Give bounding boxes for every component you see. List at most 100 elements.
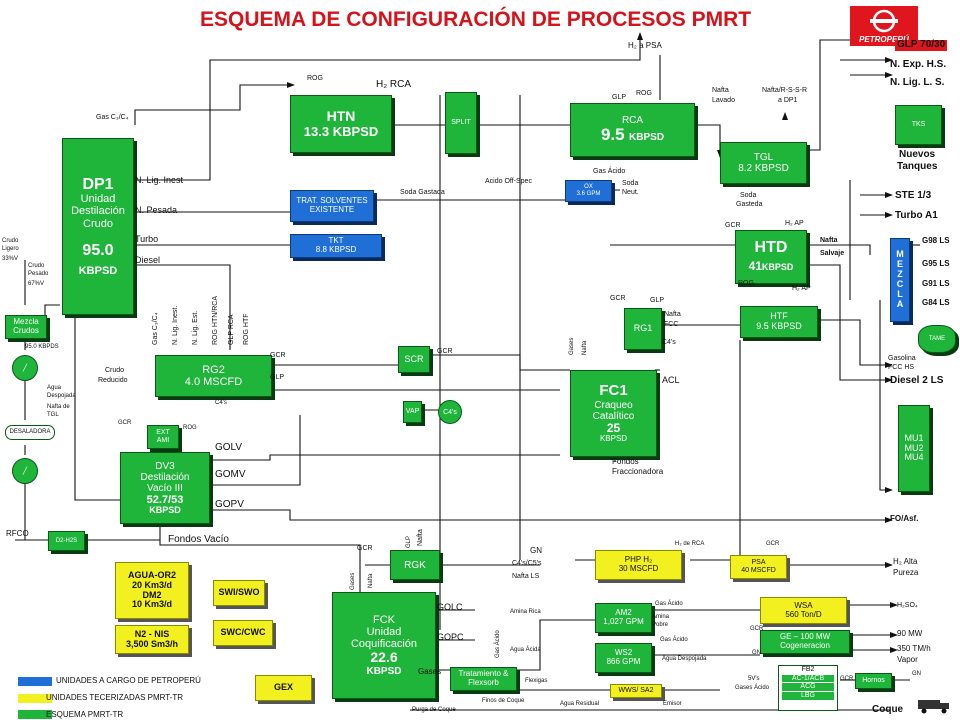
- htd-name: HTD: [754, 239, 788, 257]
- product-foasf: FO/Asf.: [890, 514, 919, 523]
- product-nexp: N. Exp. H.S.: [890, 59, 947, 70]
- unit-ws2[interactable]: WS2 866 GPM: [595, 643, 652, 673]
- dp1-l3: Crudo: [83, 217, 113, 230]
- mezcla-letter-3: Z: [897, 269, 903, 280]
- lbl-crudopesado-3: 67%V: [28, 281, 45, 287]
- unit-htd[interactable]: HTD 41KBPSD: [735, 230, 807, 284]
- n2-l1: N2 - NIS: [134, 628, 170, 639]
- mezcla-l2: Crudos: [13, 326, 39, 335]
- product-90mw: 90 MW: [897, 629, 923, 638]
- unit-desaladora[interactable]: DESALADORA: [5, 425, 55, 440]
- lbl-v-nligest: N. Lig. Est.: [192, 310, 199, 345]
- rg2-capacity: 4.0 MSCFD: [184, 376, 243, 388]
- unit-rca[interactable]: RCA 9.5 KBPSD: [570, 103, 695, 157]
- htd-unit: KBPSD: [761, 262, 794, 272]
- page-title: ESQUEMA DE CONFIGURACIÓN DE PROCESOS PMR…: [200, 8, 752, 31]
- lbl-flexigas: Flexigas: [525, 678, 548, 684]
- lbl-aminapobre-2: Pobre: [652, 622, 669, 628]
- lbl-aguadesp-3: Agua Despojada: [662, 656, 707, 662]
- unit-dp1[interactable]: DP1 Unidad Destilación Crudo 95.0 KBPSD: [62, 138, 134, 315]
- mezcla-letter-5: L: [897, 288, 903, 299]
- mezcla-l1: Mezcla: [13, 317, 39, 327]
- lbl-purgacoque: Purga de Coque: [412, 707, 456, 713]
- wws-name: WWS/ SA2: [618, 687, 654, 695]
- php-name: PHP H₂: [624, 555, 653, 565]
- unit-gex[interactable]: GEX: [255, 675, 312, 701]
- lbl-gases4a: 5V's: [748, 676, 760, 682]
- unit-htf[interactable]: HTF 9.5 KBPSD: [740, 306, 818, 338]
- unit-d2h2s[interactable]: D2-H2S: [48, 531, 85, 551]
- mu-l2: MU2: [904, 442, 924, 453]
- unit-agua-or2[interactable]: AGUA-OR2 20 Km3/d DM2 10 Km3/d: [115, 562, 189, 619]
- unit-vap[interactable]: VAP: [403, 401, 422, 423]
- unit-ext-ami[interactable]: EXT AMI: [147, 425, 179, 449]
- lbl-h2apsa: H₂ a PSA: [628, 41, 662, 50]
- unit-tame-tank[interactable]: TAME: [918, 325, 956, 353]
- lbl-aminapobre-1: Amina: [652, 614, 670, 620]
- unit-split[interactable]: SPLIT: [445, 92, 477, 154]
- unit-htn[interactable]: HTN 13.3 KBPSD: [290, 95, 392, 153]
- lbl-gcr4: GCR: [437, 348, 453, 355]
- am2-capacity: 1,027 GPM: [603, 617, 644, 626]
- unit-psa[interactable]: PSA 40 MSCFD: [730, 555, 787, 579]
- lbl-sodagastada: Soda Gastada: [400, 189, 445, 196]
- unit-tratamiento-flexsorb[interactable]: Tratamiento & Flexsorb: [450, 667, 517, 691]
- fc1-l1: Craqueo: [594, 399, 633, 411]
- lbl-v-roghtn: ROG HTN/RCA: [212, 296, 219, 345]
- lbl-glp3: GLP: [270, 374, 285, 381]
- unit-wsa[interactable]: WSA 560 Ton/D: [760, 597, 847, 624]
- lbl-crudopesado-1: Crudo: [28, 263, 45, 269]
- tratflex-l2: Flexsorb: [468, 678, 499, 687]
- unit-hornos[interactable]: Hornos: [855, 673, 892, 689]
- unit-mezcla-crudos[interactable]: Mezcla Crudos: [5, 315, 47, 339]
- lbl-rfco: RFCO: [6, 529, 29, 538]
- lbl-aguaresidual: Agua Residual: [560, 701, 600, 707]
- lbl-naftasalv-1: Nafta: [820, 237, 838, 244]
- unit-swc-cwc[interactable]: SWC/CWC: [213, 620, 273, 646]
- mezcla-letter-4: C: [896, 279, 904, 289]
- rg1-name: RG1: [633, 323, 653, 334]
- lbl-rog4: ROG: [183, 425, 197, 431]
- unit-fb2[interactable]: FB2 AC-1/ACB ACG LBG: [778, 665, 838, 711]
- d2hs-name: D2-H2S: [55, 537, 78, 544]
- unit-ox[interactable]: OX 3.6 GPM: [565, 180, 612, 202]
- product-g98: G98 LS: [922, 236, 950, 245]
- unit-wws-sa2[interactable]: WWS/ SA2: [610, 684, 662, 698]
- unit-fc1[interactable]: FC1 Craqueo Catalítico 25 KBPSD: [570, 370, 657, 457]
- unit-rg2[interactable]: RG2 4.0 MSCFD: [155, 355, 272, 397]
- lbl-gcr5: GCR: [118, 420, 132, 426]
- lbl-v-nafta3: Nafta: [368, 573, 374, 588]
- unit-c4s[interactable]: C4's: [438, 400, 462, 424]
- unit-rg1[interactable]: RG1: [624, 308, 662, 350]
- rca-name: RCA: [621, 115, 644, 127]
- unit-dv3[interactable]: DV3 Destilación Vacío III 52.7/53 KBPSD: [120, 452, 210, 524]
- lbl-aminarica: Amina Rica: [510, 609, 541, 615]
- unit-mu[interactable]: MU1 MU2 MU4: [898, 405, 930, 492]
- unit-php-h2[interactable]: PHP H₂ 30 MSCFD: [595, 550, 682, 580]
- unit-am2[interactable]: AM2 1,027 GPM: [595, 603, 652, 633]
- unit-scr[interactable]: SCR: [398, 346, 430, 373]
- tratflex-l1: Tratamiento &: [458, 669, 509, 679]
- unit-ge-cogeneracion[interactable]: GE – 100 MW Cogeneracion: [760, 630, 850, 654]
- unit-tks[interactable]: TKS: [895, 105, 942, 145]
- lbl-gopv: GOPV: [215, 499, 244, 510]
- lbl-gasacido1: Gas Ácido: [593, 168, 626, 175]
- legend-label-1: UNIDADES A CARGO DE PETROPERÚ: [56, 676, 201, 685]
- lbl-nafta-lavado-1: Nafta: [712, 87, 729, 94]
- unit-mezcla-column[interactable]: M E Z C L A: [890, 238, 910, 322]
- tkt-capacity: 8.8 KBPSD: [315, 245, 357, 254]
- htf-capacity: 9.5 KBPSD: [756, 321, 802, 331]
- rca-unit: KBPSD: [629, 132, 665, 144]
- mezcla-letter-1: M: [896, 249, 904, 260]
- unit-fck[interactable]: FCK Unidad Coquificación 22.6 KBPSD: [332, 592, 436, 699]
- unit-tgl[interactable]: TGL 8.2 KBPSD: [720, 142, 807, 184]
- unit-tkt[interactable]: TKT 8.8 KBPSD: [290, 234, 382, 258]
- unit-trat-solventes[interactable]: TRAT. SOLVENTES EXISTENTE: [290, 190, 374, 222]
- unit-swi-swo[interactable]: SWI/SWO: [213, 580, 265, 606]
- lbl-gcr9: GCR: [840, 676, 854, 682]
- fc1-name: FC1: [599, 382, 628, 400]
- trat-l1: TRAT. SOLVENTES: [296, 196, 368, 206]
- unit-rgk[interactable]: RGK: [390, 550, 440, 580]
- unit-n2-nis[interactable]: N2 - NIS 3,500 Sm3/h: [115, 625, 189, 654]
